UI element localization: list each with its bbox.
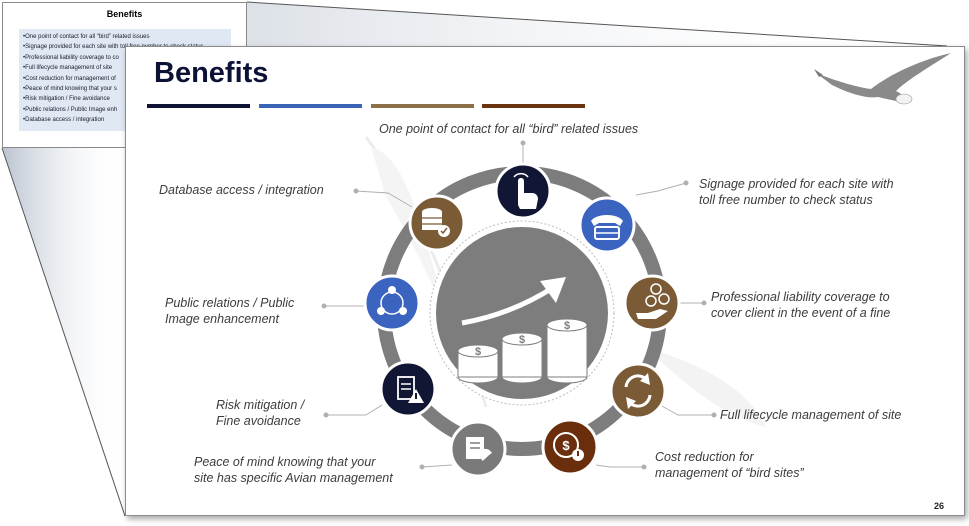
benefit-label-public-relations: Public relations / Public Image enhancem…: [165, 296, 295, 326]
benefit-label-signage: Signage provided for each site with toll…: [699, 177, 894, 207]
benefits-wheel-diagram: $ $ $: [321, 53, 951, 478]
benefit-label-contact: One point of contact for all “bird” rela…: [379, 122, 639, 136]
list-item: Peace of mind knowing that your s: [23, 84, 231, 94]
list-item: Cost reduction for management of: [23, 74, 231, 84]
svg-text:$: $: [475, 346, 481, 358]
eagle-logo-icon: [814, 53, 951, 105]
benefit-label-liability: Professional liability coverage to cover…: [711, 290, 891, 320]
clipboard-warning-icon: [379, 360, 437, 418]
hand-coins-icon: [623, 274, 681, 332]
svg-text:$: $: [564, 320, 570, 332]
svg-text:$: $: [519, 334, 525, 346]
list-item: Database access / integration: [23, 115, 231, 125]
list-item: Full lifecycle management of site: [23, 63, 231, 73]
benefit-label-lifecycle: Full lifecycle management of site: [720, 408, 902, 422]
list-item: Public relations / Public Image enh: [23, 105, 231, 115]
cost-warning-icon: $: [541, 418, 599, 476]
main-slide: Benefits: [125, 46, 965, 516]
accent-bar-brown: [482, 104, 585, 108]
benefit-label-risk: Risk mitigation / Fine avoidance: [216, 398, 305, 428]
list-item: Signage provided for each site with toll…: [23, 42, 231, 52]
background-slide-title: Benefits: [106, 9, 143, 19]
certified-document-icon: [449, 420, 507, 478]
benefit-label-peace-of-mind: Peace of mind knowing that your site has…: [194, 455, 393, 485]
accent-bar-blue: [259, 104, 362, 108]
accent-bar-tan: [371, 104, 474, 108]
page-number: 26: [933, 501, 944, 511]
benefit-label-database: Database access / integration: [159, 183, 324, 197]
database-check-icon: [408, 194, 466, 252]
money-growth-icon: $ $ $: [457, 277, 588, 384]
slide-title: Benefits: [154, 57, 269, 89]
telephone-icon: [578, 196, 636, 254]
list-item: One point of contact for all “bird” rela…: [23, 32, 231, 42]
benefit-label-cost: Cost reduction for management of “bird s…: [655, 450, 804, 480]
list-item: Professional liability coverage to co: [23, 53, 231, 63]
lifecycle-arrows-icon: [609, 362, 667, 420]
people-network-icon: [363, 274, 421, 332]
touch-hand-icon: [494, 162, 552, 220]
list-item: Risk mitigation / Fine avoidance: [23, 94, 231, 104]
svg-text:$: $: [562, 438, 570, 453]
accent-bar-navy: [147, 104, 250, 108]
connector-lines: [321, 140, 717, 470]
